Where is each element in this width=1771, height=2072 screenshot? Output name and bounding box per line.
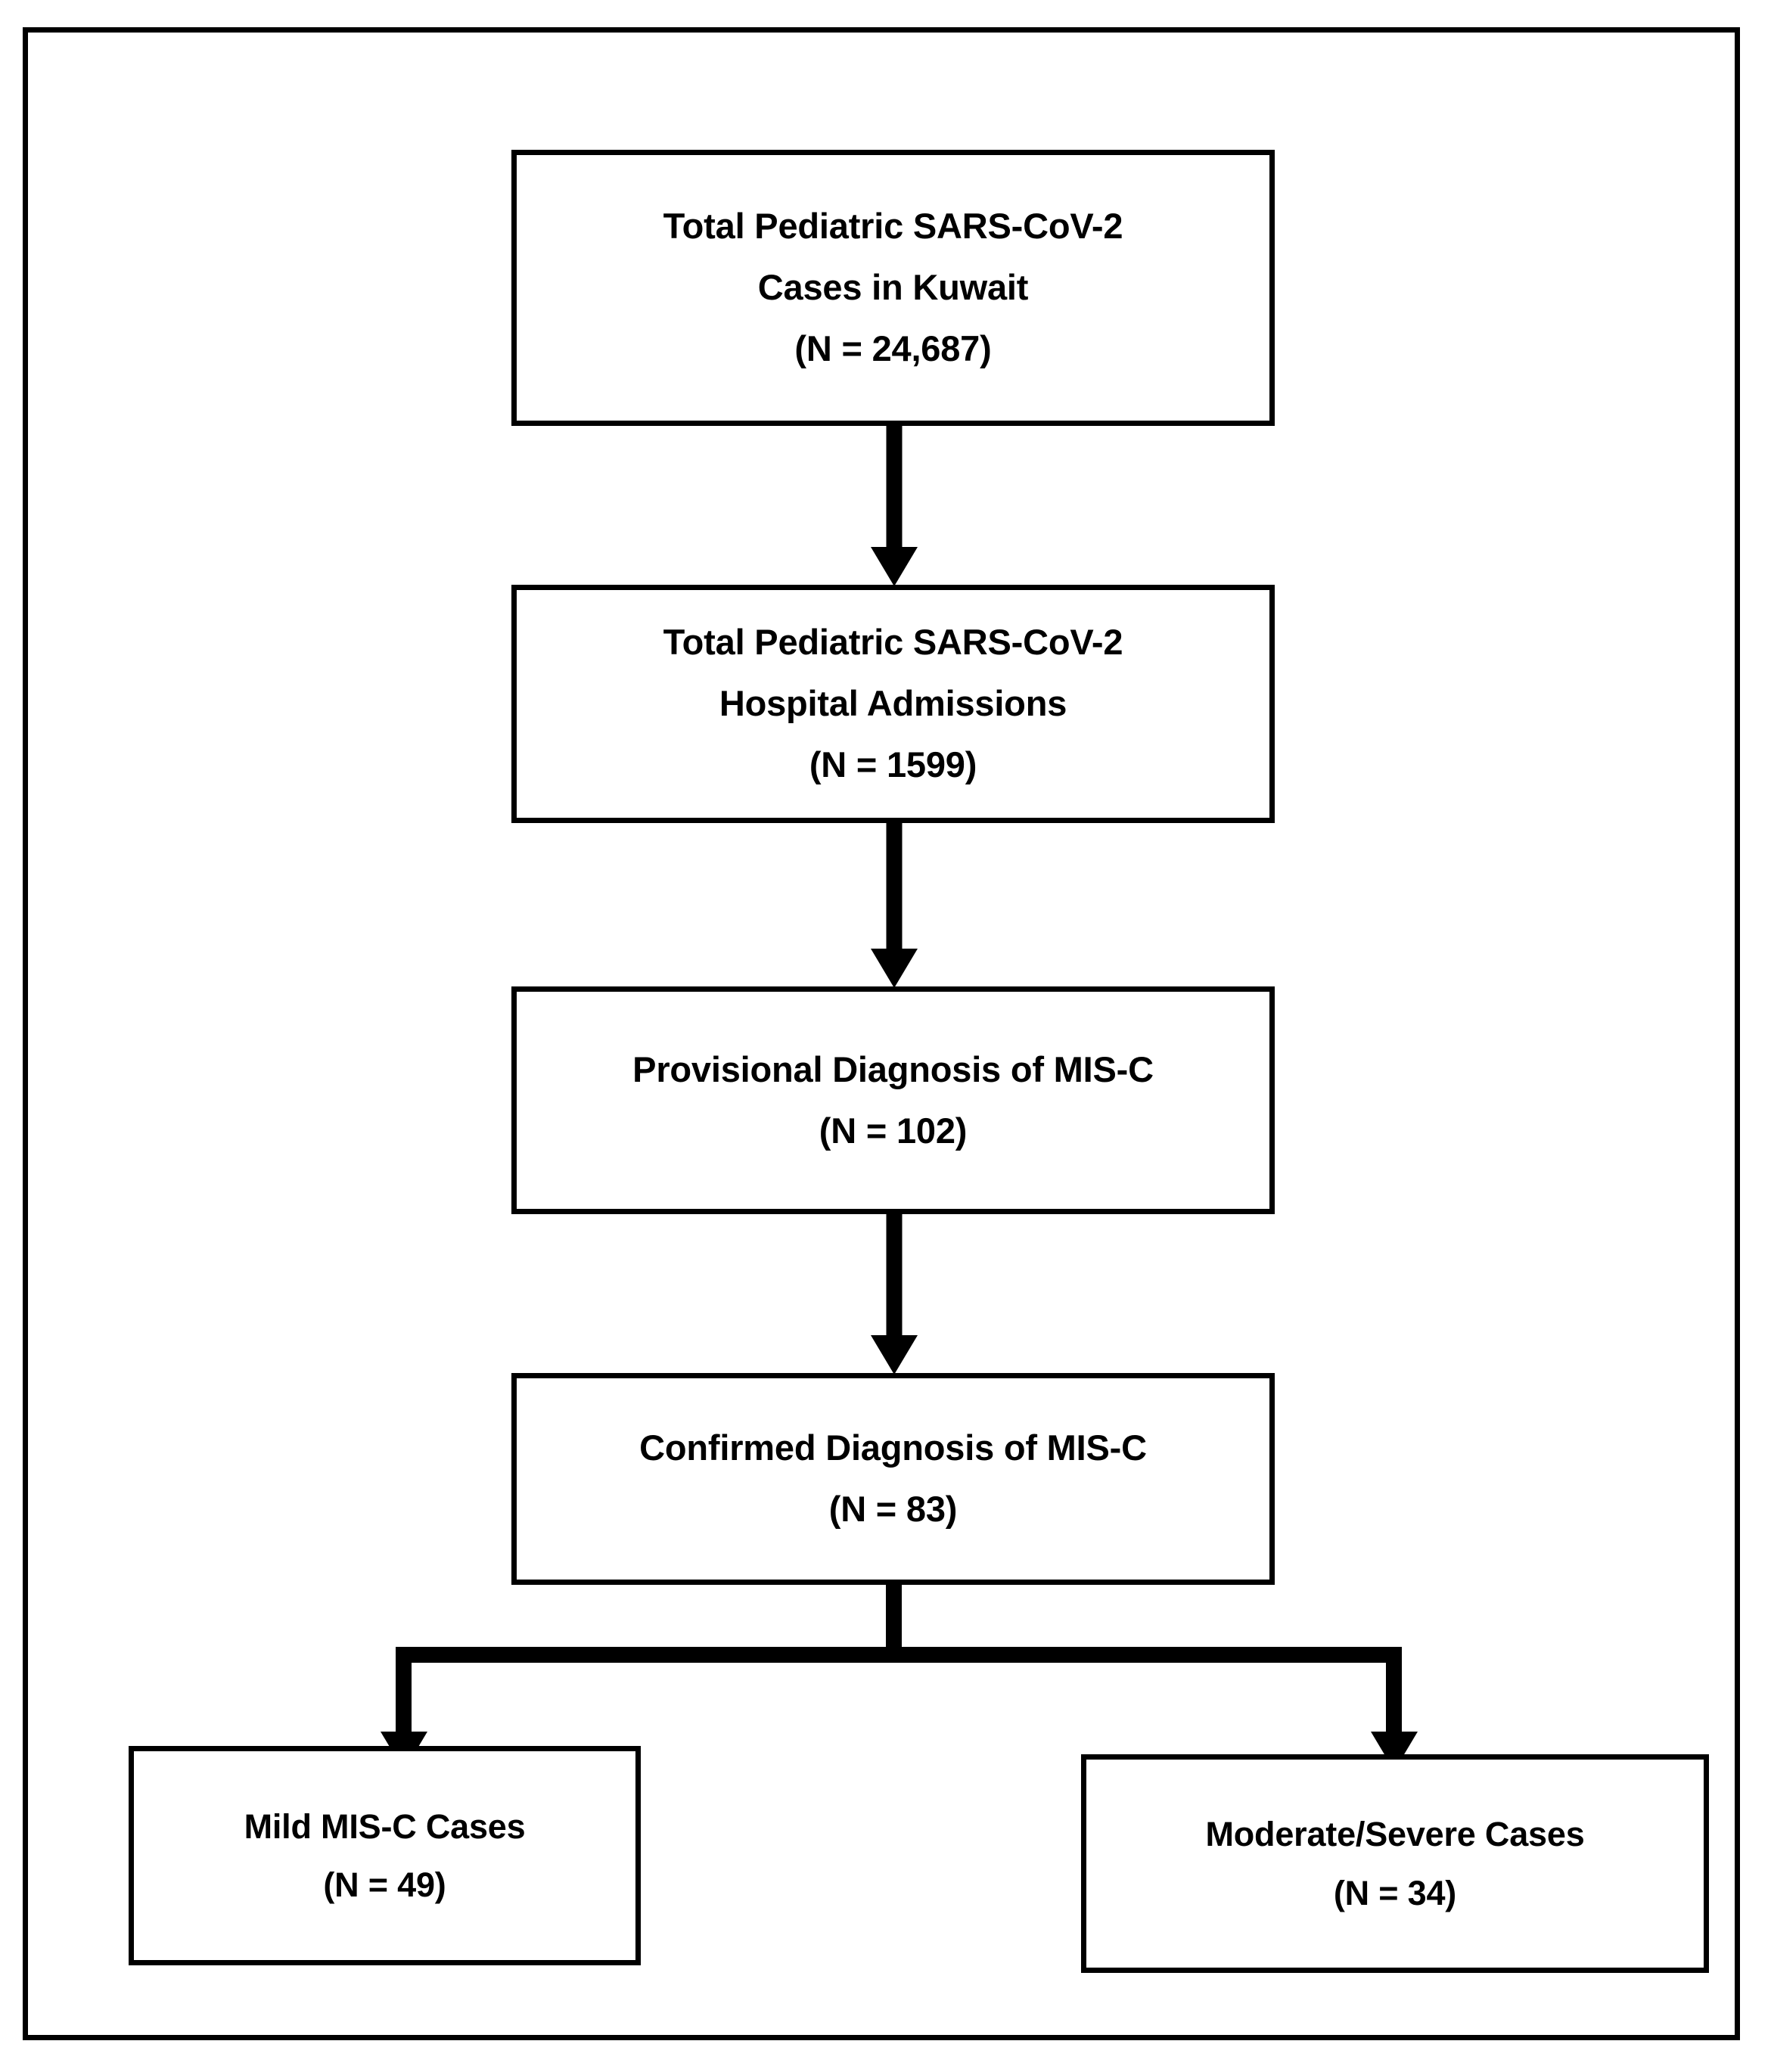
node-provisional-diagnosis: Provisional Diagnosis of MIS-C (N = 102) <box>511 986 1275 1214</box>
branch-stem <box>886 1582 902 1651</box>
figure-outer-border: Total Pediatric SARS-CoV-2 Cases in Kuwa… <box>23 27 1740 2040</box>
node-hospital-admissions: Total Pediatric SARS-CoV-2 Hospital Admi… <box>511 585 1275 823</box>
node-hospital-admissions-line-1: Total Pediatric SARS-CoV-2 <box>663 622 1123 663</box>
node-total-pediatric-cases-line-1: Total Pediatric SARS-CoV-2 <box>663 206 1123 247</box>
arrow-head-icon <box>871 547 918 586</box>
node-mild-cases-count: (N = 49) <box>323 1865 446 1904</box>
node-moderate-severe-cases-line-1: Moderate/Severe Cases <box>1205 1815 1585 1854</box>
node-provisional-diagnosis-count: (N = 102) <box>819 1110 968 1151</box>
node-provisional-diagnosis-line-1: Provisional Diagnosis of MIS-C <box>632 1048 1154 1089</box>
branch-drop-left <box>396 1647 412 1735</box>
node-moderate-severe-cases-count: (N = 34) <box>1333 1873 1457 1912</box>
node-confirmed-diagnosis: Confirmed Diagnosis of MIS-C (N = 83) <box>511 1373 1275 1585</box>
node-mild-cases: Mild MIS-C Cases (N = 49) <box>129 1746 641 1965</box>
branch-drop-right <box>1386 1647 1402 1735</box>
node-hospital-admissions-count: (N = 1599) <box>809 744 977 784</box>
node-total-pediatric-cases-line-2: Cases in Kuwait <box>757 267 1029 308</box>
node-moderate-severe-cases: Moderate/Severe Cases (N = 34) <box>1081 1754 1709 1973</box>
branch-horizontal-bar <box>396 1647 1402 1663</box>
arrow-stem <box>886 424 903 547</box>
node-total-pediatric-cases-count: (N = 24,687) <box>794 328 992 368</box>
arrow-head-icon <box>871 1335 918 1375</box>
node-total-pediatric-cases: Total Pediatric SARS-CoV-2 Cases in Kuwa… <box>511 150 1275 426</box>
arrow-total-cases-to-admissions <box>855 424 934 586</box>
node-hospital-admissions-line-2: Hospital Admissions <box>719 683 1067 724</box>
arrow-admissions-to-provisional <box>855 822 934 988</box>
node-mild-cases-line-1: Mild MIS-C Cases <box>244 1806 526 1846</box>
arrow-head-icon <box>871 949 918 988</box>
node-confirmed-diagnosis-line-1: Confirmed Diagnosis of MIS-C <box>639 1427 1147 1468</box>
arrow-stem <box>886 1213 903 1335</box>
branch-connector-confirmed-to-severity <box>381 1582 1418 1771</box>
node-confirmed-diagnosis-count: (N = 83) <box>828 1489 958 1529</box>
arrow-stem <box>886 822 903 949</box>
arrow-provisional-to-confirmed <box>855 1213 934 1375</box>
